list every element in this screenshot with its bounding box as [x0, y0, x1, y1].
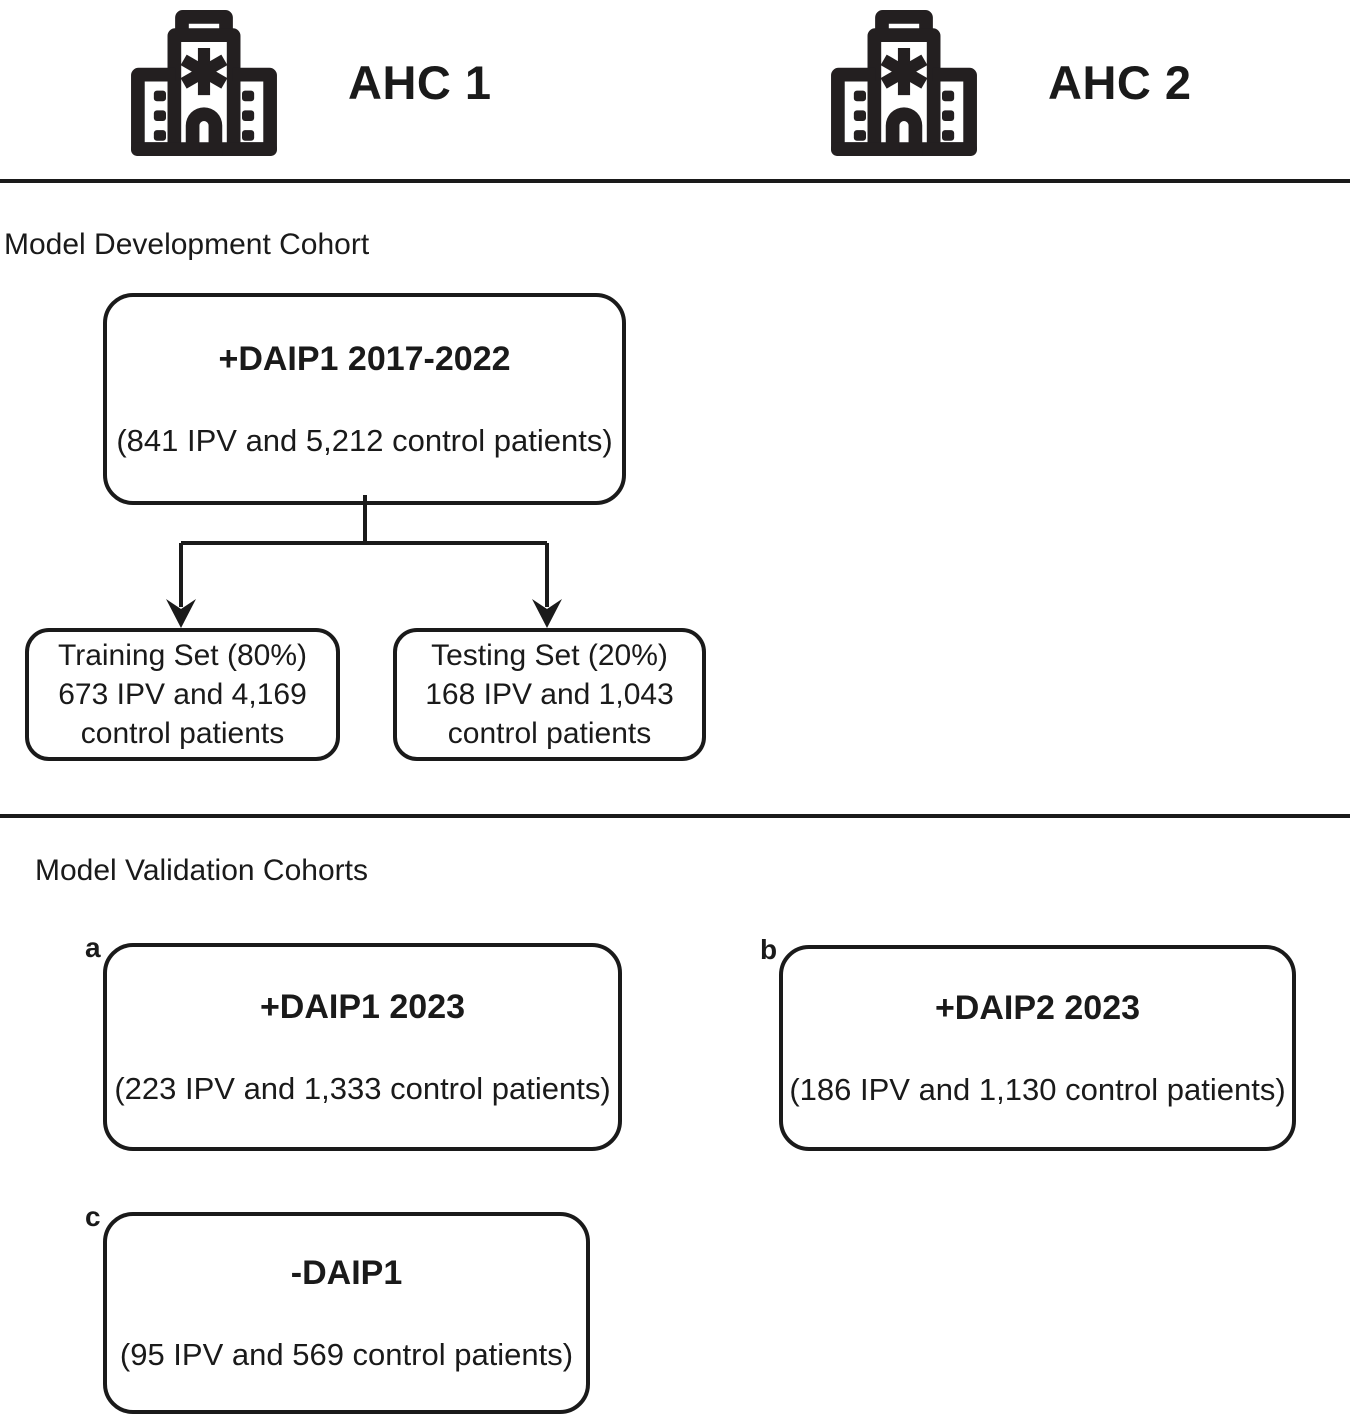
site-label-ahc2: AHC 2	[1048, 56, 1192, 109]
section-caption-development: Model Development Cohort	[4, 228, 370, 261]
node-title: +DAIP1 2023	[259, 987, 466, 1026]
node-daip1-2023: +DAIP1 2023 (223 IPV and 1,333 control p…	[103, 943, 622, 1151]
panel-letter-c: c	[85, 1201, 101, 1232]
node-line-2: 673 IPV and 4,169	[58, 678, 307, 711]
node-line-3: control patients	[447, 717, 652, 750]
site-entry-ahc1: AHC 1	[128, 0, 492, 165]
node-detail: (223 IPV and 1,333 control patients)	[114, 1070, 611, 1106]
node-detail: (95 IPV and 569 control patients)	[119, 1336, 574, 1372]
node-line-1: Testing Set (20%)	[431, 639, 668, 672]
node-detail: (186 IPV and 1,130 control patients)	[789, 1071, 1286, 1107]
site-entry-ahc2: AHC 2	[828, 0, 1192, 165]
divider-cohorts	[0, 814, 1350, 818]
node-detail: (841 IPV and 5,212 control patients)	[116, 422, 613, 458]
node-line-1: Training Set (80%)	[58, 639, 307, 672]
divider-header	[0, 179, 1350, 183]
node-title: +DAIP2 2023	[934, 988, 1141, 1027]
node-title: -DAIP1	[290, 1253, 403, 1292]
node-line-2: 168 IPV and 1,043	[425, 678, 674, 711]
site-label-ahc1: AHC 1	[348, 56, 492, 109]
node-testing-set: Testing Set (20%) 168 IPV and 1,043 cont…	[393, 628, 706, 761]
hospital-icon	[131, 9, 277, 156]
node-daip2-2023: +DAIP2 2023 (186 IPV and 1,130 control p…	[779, 945, 1296, 1151]
node-line-3: control patients	[80, 717, 285, 750]
node-minus-daip1: -DAIP1 (95 IPV and 569 control patients)	[103, 1212, 590, 1414]
hospital-icon	[831, 9, 977, 156]
panel-letter-b: b	[760, 934, 778, 965]
arrowhead-right	[532, 599, 562, 628]
section-caption-validation: Model Validation Cohorts	[35, 854, 368, 887]
node-daip1-2017-2022: +DAIP1 2017-2022 (841 IPV and 5,212 cont…	[103, 293, 626, 505]
arrowhead-left	[166, 599, 196, 628]
node-title: +DAIP1 2017-2022	[218, 339, 511, 378]
split-connector	[166, 495, 562, 628]
site-header: AHC 1 AH	[0, 0, 1350, 180]
panel-letter-a: a	[85, 932, 101, 963]
node-training-set: Training Set (80%) 673 IPV and 4,169 con…	[25, 628, 340, 761]
